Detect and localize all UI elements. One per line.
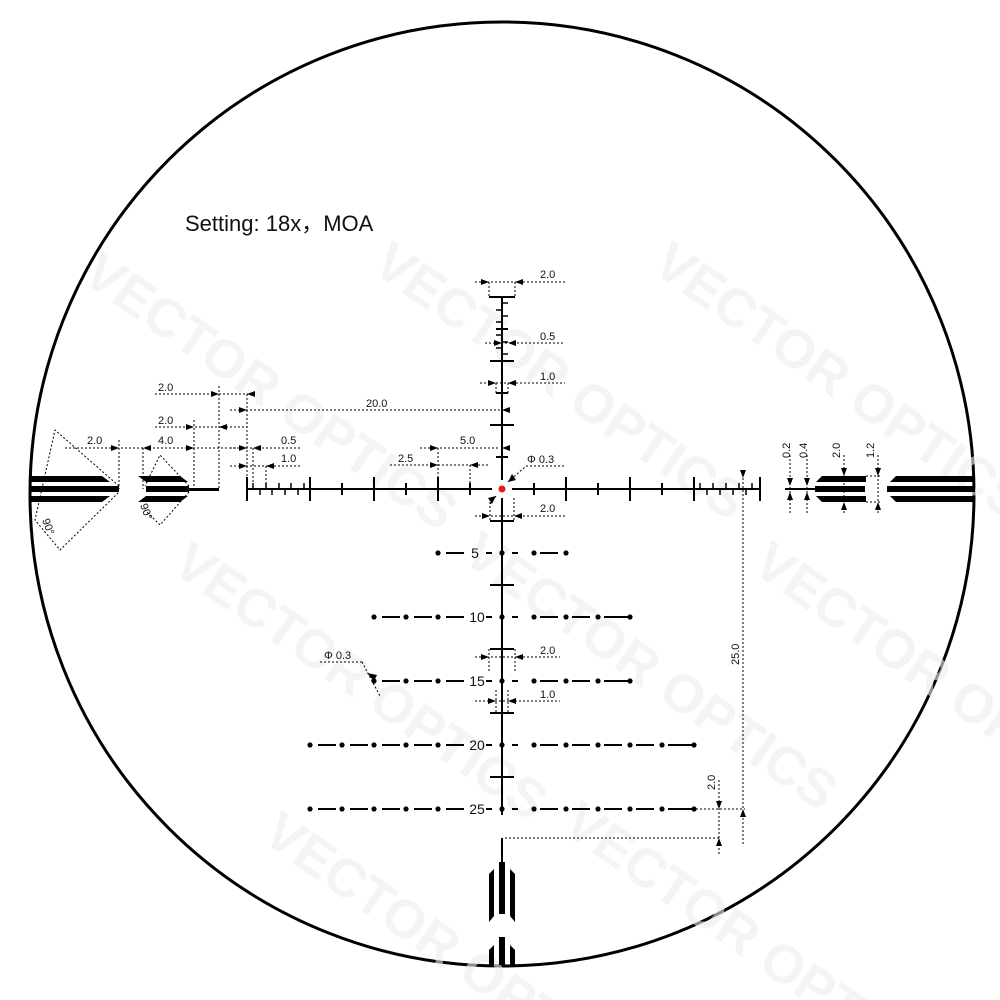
dim-holdover-tick-a: 2.0: [540, 645, 555, 657]
dim-left-fine-b: 1.0: [281, 453, 296, 465]
reticle: [30, 279, 975, 965]
dim-left-span: 20.0: [366, 398, 387, 410]
dim-left-top-a: 2.0: [158, 382, 173, 394]
right-post: [785, 476, 975, 502]
holdover-label-10: 10: [469, 609, 485, 625]
holdover-labels: 5 10 15 20 25: [469, 545, 485, 817]
dim-center-below: 2.0: [540, 503, 555, 515]
dim-top-tick-width: 1.0: [540, 371, 555, 383]
dim-left-gap: 2.0: [87, 435, 102, 447]
right-ticks: [533, 477, 761, 501]
dim-holdover-tick-b: 1.0: [540, 689, 555, 701]
dim-right-c: 2.0: [831, 443, 843, 458]
dim-angle-b: 90°: [137, 502, 154, 522]
dim-left-mid-a: 2.5: [398, 453, 413, 465]
center-dot: [498, 485, 506, 493]
holdover-rows: [318, 552, 696, 810]
holdover-label-25: 25: [469, 801, 485, 817]
dim-right-b: 0.4: [798, 443, 810, 458]
dimension-labels: 2.0 0.5 1.0 20.0 2.0 2.0 2.0 4.0 0.5 1.0…: [39, 269, 877, 790]
dim-center-dot: Φ 0.3: [527, 454, 554, 466]
dim-top-post-width: 2.0: [540, 269, 555, 281]
arrowheads: [111, 279, 881, 846]
holdover-label-5: 5: [471, 545, 479, 561]
dim-left-mid-b: 5.0: [460, 435, 475, 447]
bottom-post: [489, 862, 515, 965]
setting-title: Setting: 18x，MOA: [185, 211, 374, 236]
dim-right-gap: 2.0: [706, 775, 718, 790]
watermark: VECTOR OPTICS VECTOR OPTICS VECTOR OPTIC…: [73, 231, 1000, 1000]
holdover-dots: [307, 550, 697, 812]
dim-left-top-b: 2.0: [158, 415, 173, 427]
dim-angle-a: 90°: [39, 517, 56, 537]
dim-holdover-dot: Φ 0.3: [324, 650, 351, 662]
field-of-view-circle: [28, 20, 976, 968]
dim-right-d: 1.2: [865, 443, 877, 458]
left-ticks: [246, 477, 471, 501]
dim-left-fine-a: 0.5: [281, 435, 296, 447]
holdover-label-20: 20: [469, 737, 485, 753]
dim-right-drop: 25.0: [730, 644, 742, 665]
holdover-label-15: 15: [469, 673, 485, 689]
dim-left-bar: 4.0: [158, 435, 173, 447]
dim-top-tick-small: 0.5: [540, 331, 555, 343]
upper-ticks: [489, 296, 515, 458]
dim-right-a: 0.2: [781, 443, 793, 458]
left-post: [30, 476, 219, 502]
